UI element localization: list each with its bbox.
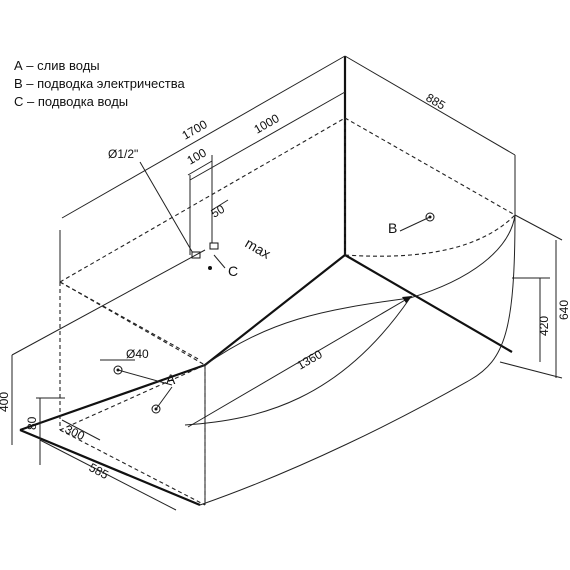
label-dia-40: Ø40 bbox=[126, 347, 149, 361]
label-dia-half-inch: Ø1/2" bbox=[108, 147, 138, 161]
wall-outline bbox=[19, 56, 513, 507]
label-max: max bbox=[243, 235, 274, 262]
label-1360: 1360 bbox=[295, 347, 325, 373]
label-80: 80 bbox=[25, 416, 39, 430]
legend-c: С – подводка воды bbox=[14, 94, 128, 109]
label-640: 640 bbox=[557, 300, 570, 320]
drain-points: Ø40 A bbox=[100, 347, 176, 414]
label-1000: 1000 bbox=[252, 111, 282, 137]
label-300: 300 bbox=[63, 422, 87, 443]
label-420: 420 bbox=[537, 316, 551, 336]
water-supply-fittings: C bbox=[191, 242, 238, 279]
dimension-640: 640 bbox=[499, 214, 570, 379]
dimension-585: 585 bbox=[39, 439, 177, 511]
legend-b: В – подводка электричества bbox=[14, 76, 185, 91]
dimension-dia-half-inch: Ø1/2" bbox=[108, 147, 195, 256]
dimension-50: 50 max bbox=[209, 199, 274, 262]
label-1700: 1700 bbox=[180, 117, 210, 143]
electric-point: B bbox=[388, 212, 435, 236]
dimension-1360: 1360 bbox=[187, 295, 413, 428]
dimension-1700: 1700 bbox=[59, 55, 346, 282]
label-585: 585 bbox=[87, 460, 112, 482]
dimension-420: 420 bbox=[512, 277, 551, 362]
dimension-885: 885 bbox=[344, 55, 516, 215]
dimension-1000: 1000 bbox=[189, 91, 346, 255]
hidden-lines bbox=[59, 117, 516, 506]
label-50: 50 bbox=[209, 202, 228, 221]
label-c: C bbox=[228, 263, 238, 279]
dimension-300: 300 bbox=[61, 419, 101, 443]
label-100: 100 bbox=[185, 145, 210, 167]
label-a: A bbox=[166, 371, 176, 387]
label-400: 400 bbox=[0, 392, 11, 412]
label-b: B bbox=[388, 220, 397, 236]
dimension-80: 80 bbox=[25, 397, 65, 465]
dimension-400: 400 bbox=[0, 249, 206, 445]
dimension-100: 100 bbox=[185, 145, 213, 245]
label-885: 885 bbox=[424, 90, 449, 112]
legend-a: А – слив воды bbox=[14, 58, 100, 73]
